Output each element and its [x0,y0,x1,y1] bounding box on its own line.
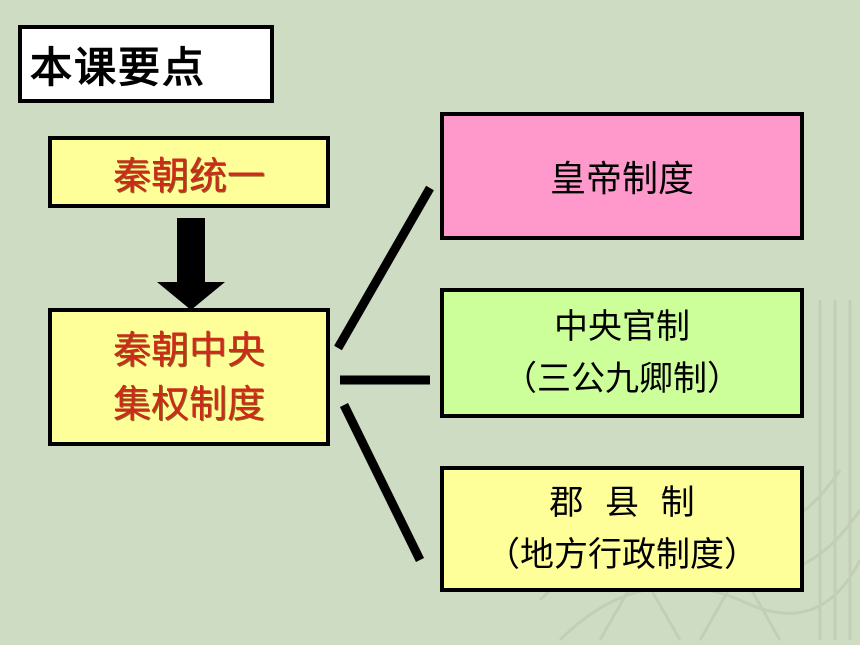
node-official-line2: （三公九卿制） [503,359,741,399]
connector-to-emperor [334,185,434,351]
down-arrow [157,218,225,310]
node-qin-unification-text: 秦朝统一 [112,153,265,198]
page-title: 本课要点 [18,25,274,103]
page-title-text: 本课要点 [30,42,207,92]
node-qin-centralized-system: 秦朝中央 集权制度 [48,308,330,446]
node-qin-central-line1: 秦朝中央 [112,328,265,372]
node-qin-unification: 秦朝统一 [48,136,330,208]
node-official-line1: 中央官制 [554,307,690,347]
node-emperor-text: 皇帝制度 [549,159,694,200]
node-commandery-county: 郡 县 制 （地方行政制度） [440,466,804,592]
node-qin-central-line2: 集权制度 [112,382,265,426]
connector-to-county [339,403,425,562]
node-county-line1: 郡 县 制 [549,483,695,523]
node-county-line2: （地方行政制度） [486,535,758,575]
node-central-officials: 中央官制 （三公九卿制） [440,288,804,418]
node-emperor-system: 皇帝制度 [440,112,804,240]
